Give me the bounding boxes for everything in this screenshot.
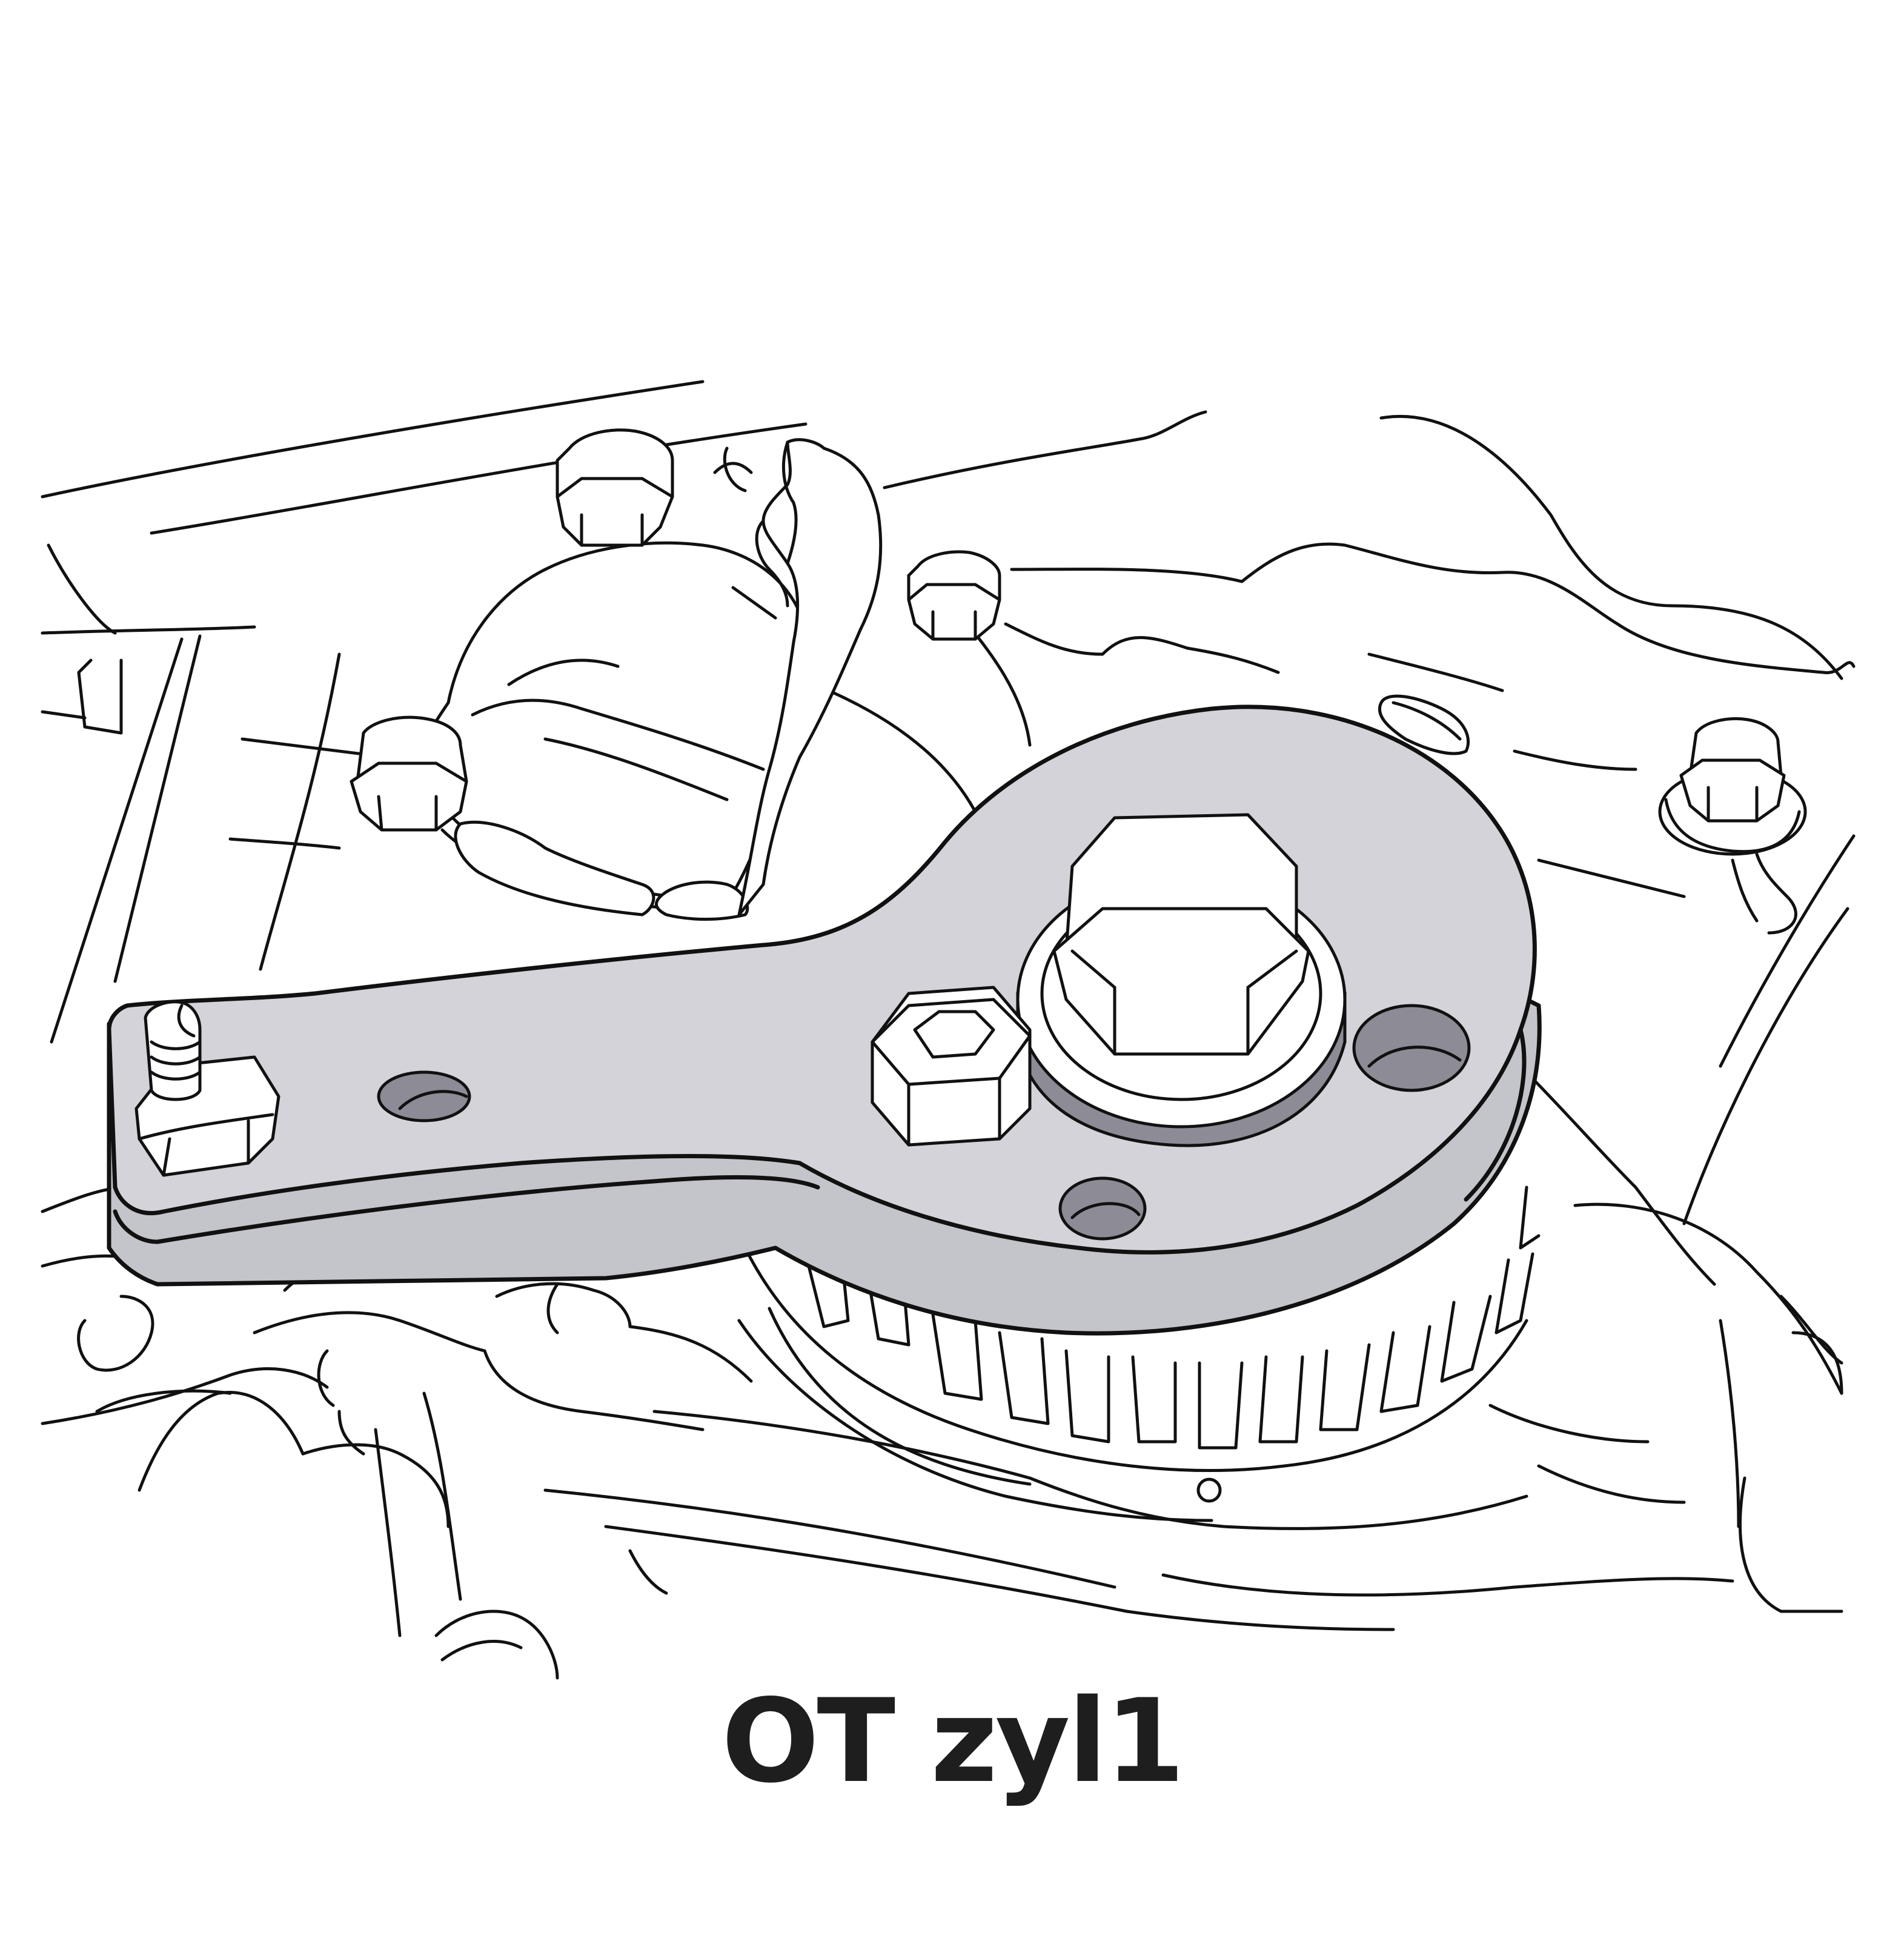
locating-stud (134, 1000, 280, 1177)
open-end-wrench (737, 438, 883, 917)
lower-engine-outline (41, 1185, 1734, 1680)
timing-gear (737, 1185, 1541, 1522)
oval-slot (1378, 694, 1470, 755)
engine-block-outline (41, 380, 1856, 1613)
caption-text: OT zyl1 (721, 1674, 1185, 1808)
hex-socket-bolt (871, 986, 1032, 1147)
tool-hole-bottom (1058, 1176, 1147, 1241)
tensioner-housing (421, 446, 811, 921)
bolt-right (1658, 717, 1807, 935)
bolt-center-top (907, 550, 1001, 641)
crankshaft-bolt (1016, 813, 1347, 1147)
tool-hole-left (377, 1070, 471, 1122)
bolt-top (556, 428, 674, 547)
bolt-left (350, 715, 468, 832)
